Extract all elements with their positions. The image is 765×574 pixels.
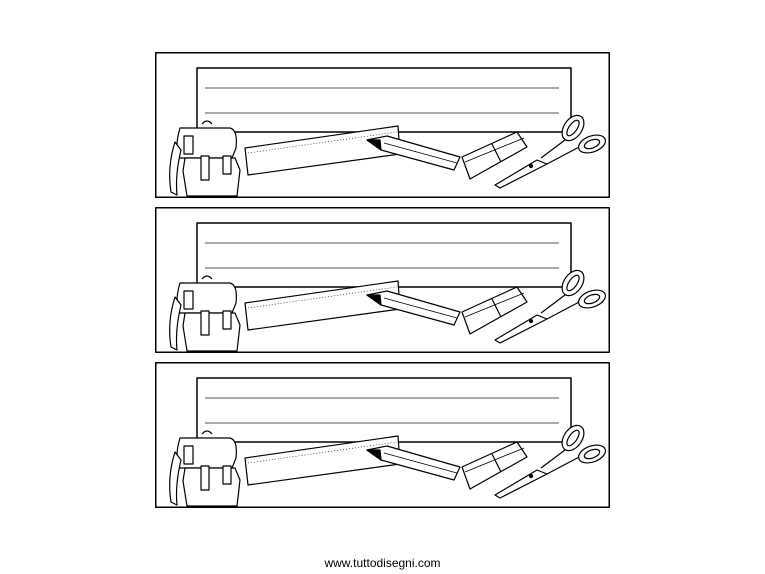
label-illustration [155, 362, 610, 508]
school-label-1 [155, 52, 610, 198]
school-label-3 [155, 362, 610, 508]
label-illustration [155, 52, 610, 198]
website-footer: www.tuttodisegni.com [324, 556, 441, 570]
school-label-2 [155, 207, 610, 353]
label-illustration [155, 207, 610, 353]
